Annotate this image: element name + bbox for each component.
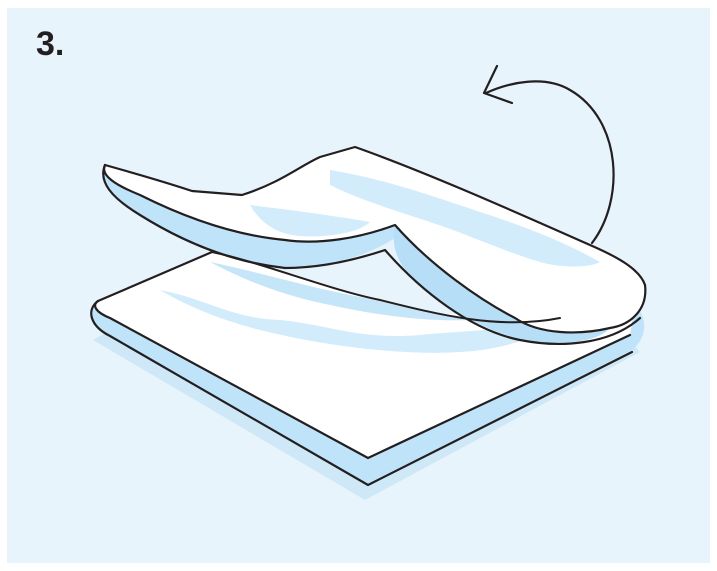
instruction-panel: 3. (7, 8, 710, 563)
folded-cloth-illustration (7, 8, 710, 563)
